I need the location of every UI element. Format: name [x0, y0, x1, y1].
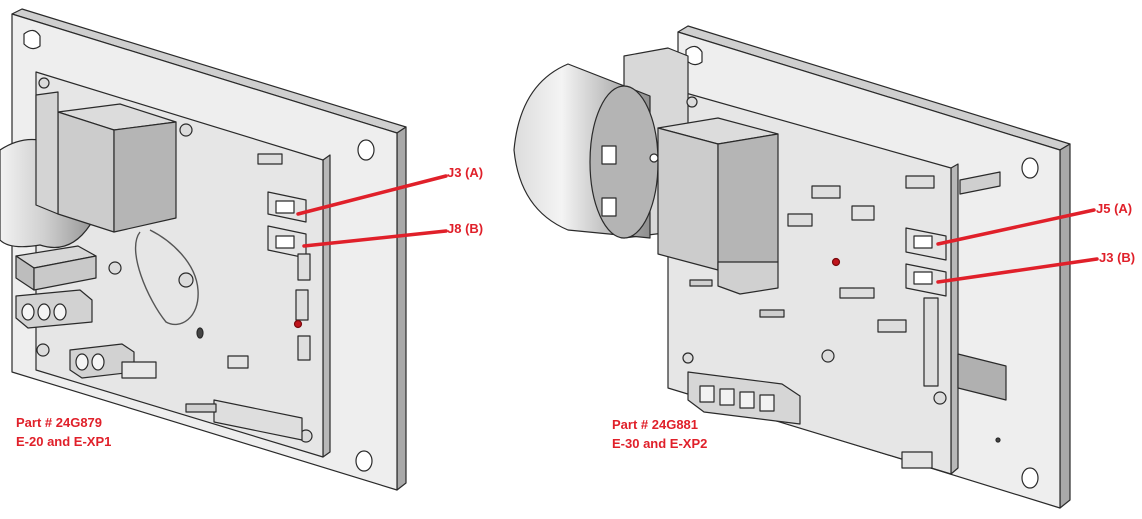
right-models: E-30 and E-XP2: [612, 436, 708, 451]
left-header: [295, 289, 309, 321]
left-plate-hole: [355, 450, 373, 472]
right-screw: [933, 391, 947, 405]
left-header: [297, 253, 311, 281]
right-pcb-edge: [950, 163, 959, 475]
leader-line-left-j8b: [302, 229, 448, 248]
left-jack-j3-port: [275, 200, 295, 214]
right-led: [831, 257, 841, 267]
left-board-hole: [196, 327, 204, 339]
right-plate-hole: [1021, 157, 1039, 179]
left-connector-pin: [53, 303, 67, 321]
left-plate-slot: [23, 29, 41, 50]
callout-label-left-j8b: J8 (B): [447, 221, 484, 236]
right-part-number: Part # 24G881: [612, 417, 699, 432]
left-screw: [38, 77, 50, 89]
right-plate-slot: [685, 45, 703, 66]
right-screw: [682, 352, 694, 364]
right-pad: [759, 309, 785, 318]
right-screw: [686, 96, 698, 108]
left-connector-pin: [75, 353, 89, 371]
left-transformer-base: [35, 91, 59, 215]
left-led: [293, 319, 303, 329]
right-rear-block: [957, 353, 1007, 401]
left-long-connector: [213, 399, 303, 441]
left-pcb-edge: [322, 154, 331, 458]
right-header: [839, 287, 875, 299]
left-screw: [108, 261, 122, 275]
right-transformer-front: [657, 127, 719, 271]
right-power-pin: [739, 391, 755, 409]
callout-label-left-j3a: J3 (A): [447, 165, 484, 180]
leader-line-right-j5a: [936, 208, 1096, 246]
right-screw: [821, 349, 835, 363]
right-pad: [689, 279, 713, 287]
right-jack-j3-port: [913, 271, 933, 285]
right-motor-tab: [601, 197, 617, 217]
callout-label-right-j3b: J3 (B): [1099, 250, 1136, 265]
right-standoff: [959, 171, 1001, 195]
right-power-pin: [699, 385, 715, 403]
right-header: [877, 319, 907, 333]
right-small-connector: [901, 451, 933, 469]
left-part-number: Part # 24G879: [16, 415, 103, 430]
right-vertical-header: [923, 297, 939, 387]
right-transformer-base: [717, 261, 779, 295]
right-transformer-side: [717, 133, 779, 271]
left-small-header: [121, 361, 157, 379]
callout-label-right-j5a: J5 (A): [1096, 201, 1133, 216]
left-connector-pin: [21, 303, 35, 321]
right-header: [905, 175, 935, 189]
right-motor-hole: [649, 153, 659, 163]
right-jack-j5-port: [913, 235, 933, 249]
right-power-pin: [719, 388, 735, 406]
right-motor-tab: [601, 145, 617, 165]
left-pin-row: [185, 403, 217, 413]
right-header: [811, 185, 841, 199]
left-plate-right-edge: [396, 126, 407, 491]
leader-line-left-j3a: [296, 174, 448, 216]
left-connector-pin: [91, 353, 105, 371]
left-screw: [36, 343, 50, 357]
right-power-pin: [759, 394, 775, 412]
left-screw: [179, 123, 193, 137]
right-plate-right-edge: [1059, 143, 1071, 509]
left-models: E-20 and E-XP1: [16, 434, 112, 449]
left-plate-hole: [357, 139, 375, 161]
right-chip: [851, 205, 875, 221]
right-small-hole: [995, 437, 1001, 443]
left-wire-loop: [134, 229, 199, 326]
left-terminal-block: [33, 255, 97, 291]
left-transformer-side: [113, 121, 177, 233]
left-jack-j8-port: [275, 235, 295, 249]
leader-lines: [296, 174, 1099, 284]
left-header: [257, 153, 283, 165]
left-screw: [178, 272, 194, 288]
right-plate-hole: [1021, 467, 1039, 489]
left-connector-pin: [37, 303, 51, 321]
left-header: [297, 335, 311, 361]
right-motor-face: [589, 85, 659, 239]
left-chip: [227, 355, 249, 369]
right-board: [513, 25, 1071, 509]
leader-line-right-j3b: [936, 257, 1099, 284]
right-header: [787, 213, 813, 227]
left-transformer-front: [57, 111, 115, 233]
left-board: [0, 8, 407, 491]
